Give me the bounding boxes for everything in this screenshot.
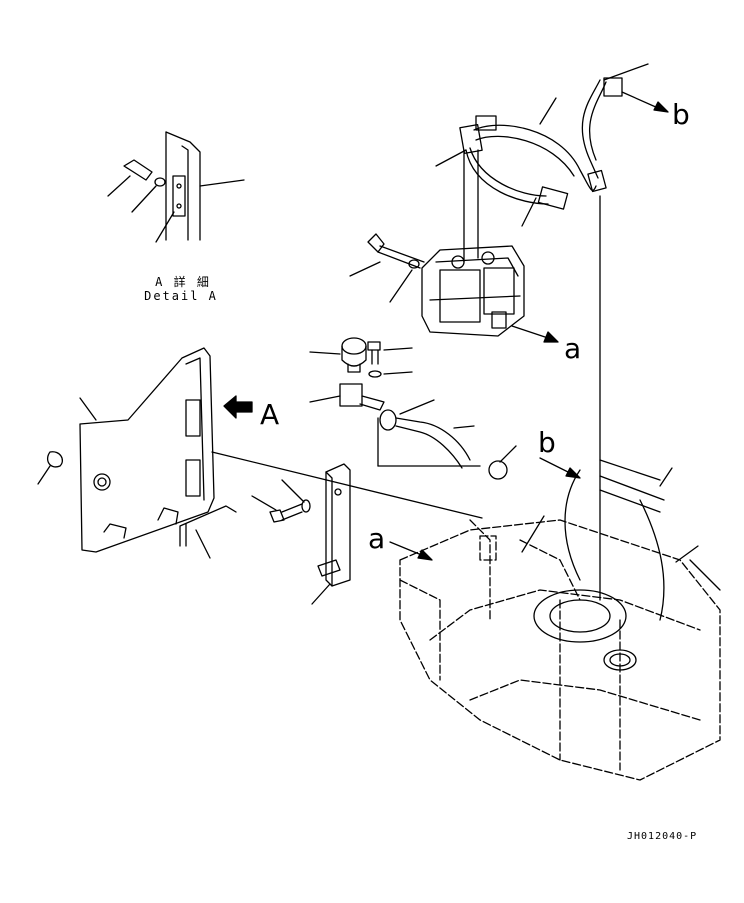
leader-line xyxy=(522,516,544,552)
ref-label-b-top: b xyxy=(672,98,690,131)
cover-panel xyxy=(38,348,236,558)
wire-harness xyxy=(436,64,648,600)
machine-frame xyxy=(400,520,720,780)
ref-label-a-top: a xyxy=(564,332,582,365)
valve-assembly xyxy=(422,246,524,336)
detail-a-view xyxy=(108,132,244,242)
fuel-tank-top xyxy=(534,460,720,670)
arrow-a-bottom xyxy=(390,542,432,560)
leader-line xyxy=(660,468,672,486)
ref-label-b-bottom: b xyxy=(538,426,556,459)
detail-label-en: Detail A xyxy=(144,289,218,303)
drawing-code: JH012040-P xyxy=(627,831,698,842)
hose-clamp xyxy=(378,400,516,479)
arrow-a-top xyxy=(512,326,558,342)
ref-label-a-bottom: a xyxy=(368,522,386,555)
arrow-b-bottom xyxy=(540,458,580,478)
arrow-b-top xyxy=(622,92,668,112)
solenoid-connector xyxy=(310,384,384,410)
small-bolt xyxy=(368,342,412,377)
leader-line xyxy=(676,546,698,562)
bracket xyxy=(212,452,482,604)
mounting-bolt xyxy=(350,234,424,302)
view-label-a: A xyxy=(260,398,280,431)
pressure-sensor xyxy=(310,338,366,372)
detail-label-jp: A 詳 細 xyxy=(155,275,211,289)
view-arrow-a xyxy=(224,396,252,418)
